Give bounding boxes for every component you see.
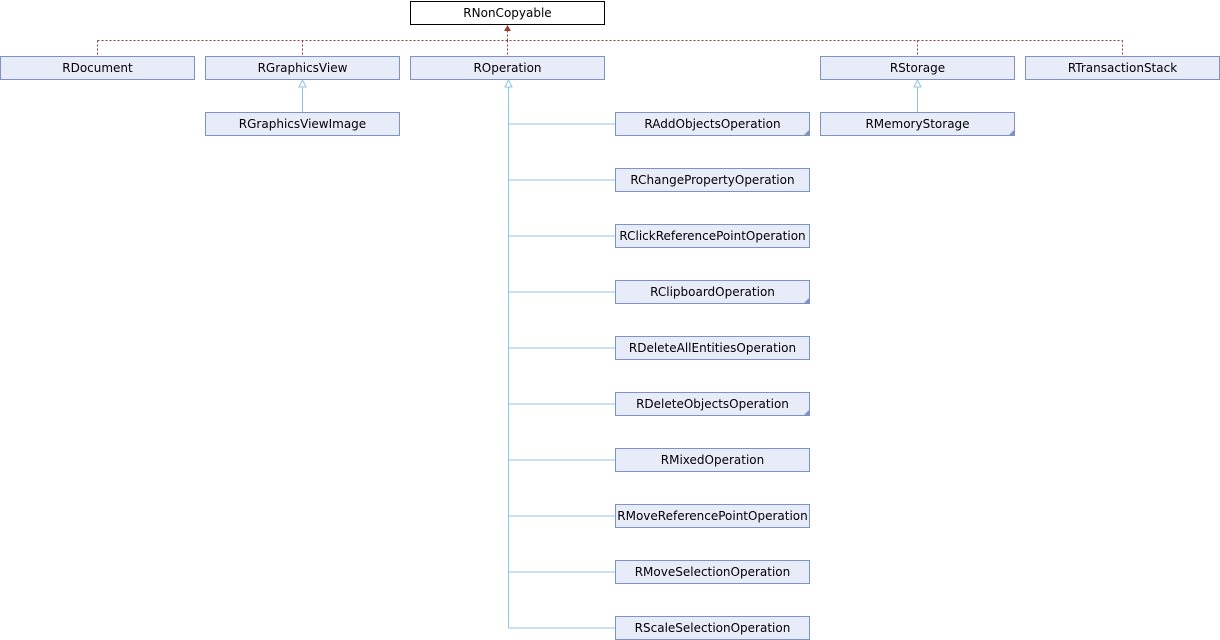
class-node-rmemorystorage-box: [820, 112, 1015, 136]
class-node-rstorage[interactable]: RStorage: [820, 56, 1015, 80]
arrowhead-icon: [913, 78, 922, 88]
class-node-rmoveselectionoperation[interactable]: RMoveSelectionOperation: [615, 560, 810, 584]
class-node-rmoveselectionoperation-label: RMoveSelectionOperation: [635, 565, 791, 579]
class-node-rnoncopyable-box: [410, 1, 605, 25]
class-node-rdeleteobjectsoperation[interactable]: RDeleteObjectsOperation: [615, 392, 810, 416]
class-node-rmixedoperation-label: RMixedOperation: [661, 453, 764, 467]
class-node-rgraphicsviewimage-label: RGraphicsViewImage: [239, 117, 366, 131]
class-node-rnoncopyable-label: RNonCopyable: [463, 6, 551, 20]
class-node-rchangepropertyoperation-box: [615, 168, 810, 192]
class-node-rnoncopyable[interactable]: RNonCopyable: [410, 1, 605, 25]
class-node-rchangepropertyoperation-label: RChangePropertyOperation: [630, 173, 794, 187]
class-node-rmemorystorage-label: RMemoryStorage: [865, 117, 969, 131]
class-node-roperation-box: [410, 56, 605, 80]
class-node-roperation-label: ROperation: [473, 61, 541, 75]
class-node-rclipboardoperation[interactable]: RClipboardOperation: [615, 280, 810, 304]
class-node-rdeleteobjectsoperation-box: [615, 392, 810, 416]
class-node-rdeleteobjectsoperation-label: RDeleteObjectsOperation: [636, 397, 789, 411]
class-node-rchangepropertyoperation[interactable]: RChangePropertyOperation: [615, 168, 810, 192]
class-node-rstorage-label: RStorage: [890, 61, 945, 75]
class-node-raddobjectsoperation[interactable]: RAddObjectsOperation: [615, 112, 810, 136]
class-node-rmixedoperation[interactable]: RMixedOperation: [615, 448, 810, 472]
class-node-rclipboardoperation-label: RClipboardOperation: [650, 285, 775, 299]
more-indicator-icon: [1009, 130, 1014, 135]
class-node-rmoveselectionoperation-box: [615, 560, 810, 584]
class-node-rdocument-box: [0, 56, 195, 80]
class-node-rgraphicsviewimage[interactable]: RGraphicsViewImage: [205, 112, 400, 136]
class-node-rgraphicsview-box: [205, 56, 400, 80]
class-node-rstorage-box: [820, 56, 1015, 80]
class-node-rdeleteallentitiesoperation-label: RDeleteAllEntitiesOperation: [629, 341, 796, 355]
class-node-rgraphicsview-label: RGraphicsView: [258, 61, 348, 75]
class-node-rscaleselectionoperation[interactable]: RScaleSelectionOperation: [615, 616, 810, 640]
arrowhead-icon: [504, 25, 511, 31]
more-indicator-icon: [804, 130, 809, 135]
inheritance-links: [97, 25, 1123, 629]
class-node-rdocument[interactable]: RDocument: [0, 56, 195, 80]
more-indicator-icon: [804, 410, 809, 415]
class-node-rdeleteallentitiesoperation[interactable]: RDeleteAllEntitiesOperation: [615, 336, 810, 360]
class-node-rtransactionstack-label: RTransactionStack: [1068, 61, 1177, 75]
class-node-rmixedoperation-box: [615, 448, 810, 472]
class-node-rmovereferencepointoperation-label: RMoveReferencePointOperation: [617, 509, 807, 523]
class-node-rclickreferencepointoperation-box: [615, 224, 810, 248]
class-node-rmovereferencepointoperation[interactable]: RMoveReferencePointOperation: [615, 504, 810, 528]
arrowhead-icon: [504, 78, 513, 88]
class-node-rclipboardoperation-box: [615, 280, 810, 304]
class-node-rclickreferencepointoperation[interactable]: RClickReferencePointOperation: [615, 224, 810, 248]
class-node-rmovereferencepointoperation-box: [615, 504, 810, 528]
class-node-rgraphicsview[interactable]: RGraphicsView: [205, 56, 400, 80]
class-node-rtransactionstack[interactable]: RTransactionStack: [1025, 56, 1220, 80]
class-node-raddobjectsoperation-label: RAddObjectsOperation: [644, 117, 780, 131]
more-indicator-icon: [804, 298, 809, 303]
class-node-rclickreferencepointoperation-label: RClickReferencePointOperation: [619, 229, 805, 243]
class-node-raddobjectsoperation-box: [615, 112, 810, 136]
class-node-rdeleteallentitiesoperation-box: [615, 336, 810, 360]
class-node-rmemorystorage[interactable]: RMemoryStorage: [820, 112, 1015, 136]
class-node-rdocument-label: RDocument: [62, 61, 133, 75]
class-node-rgraphicsviewimage-box: [205, 112, 400, 136]
class-node-rscaleselectionoperation-label: RScaleSelectionOperation: [635, 621, 791, 635]
class-node-roperation[interactable]: ROperation: [410, 56, 605, 80]
arrowhead-icon: [298, 78, 307, 88]
